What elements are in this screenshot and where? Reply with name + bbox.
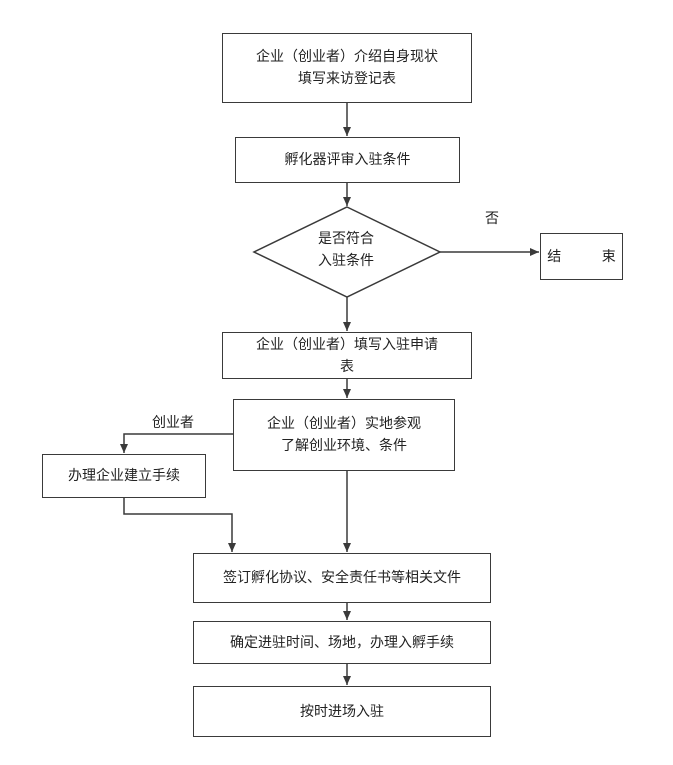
- step-enter-text: 按时进场入驻: [300, 703, 384, 720]
- step-setup-text: 办理企业建立手续: [68, 468, 180, 484]
- step-sign-text: 签订孵化协议、安全责任书等相关文件: [223, 570, 461, 586]
- step-visit-box: 企业（创业者）实地参观 了解创业环境、条件: [233, 399, 455, 471]
- step-visit-text: 企业（创业者）实地参观 了解创业环境、条件: [267, 416, 421, 454]
- no-branch-label: 否: [485, 211, 499, 227]
- step-enter-box: 按时进场入驻: [193, 686, 491, 737]
- step-review-text: 孵化器评审入驻条件: [284, 152, 411, 168]
- step-setup-box: 办理企业建立手续: [42, 454, 206, 498]
- step-apply-text: 企业（创业者）填写入驻申请 表: [256, 336, 438, 375]
- arrow-visit-to-setup: [120, 433, 233, 453]
- decision-text: 是否符合 入驻条件: [318, 231, 374, 269]
- step-introduce-text: 企业（创业者）介绍自身现状 填写来访登记表: [256, 49, 438, 87]
- step-end-box: 结 束: [540, 233, 623, 280]
- step-sign-box: 签订孵化协议、安全责任书等相关文件: [193, 553, 491, 603]
- step-apply-box: 企业（创业者）填写入驻申请 表: [222, 332, 472, 379]
- entrepreneur-branch-label: 创业者: [152, 415, 194, 431]
- step-end-text: 结 束: [547, 248, 634, 265]
- step-confirm-box: 确定进驻时间、场地，办理入孵手续: [193, 621, 491, 664]
- arrow-setup-to-sign: [123, 498, 236, 552]
- decision-diamond: [252, 206, 442, 298]
- step-confirm-text: 确定进驻时间、场地，办理入孵手续: [230, 634, 454, 651]
- step-introduce-box: 企业（创业者）介绍自身现状 填写来访登记表: [222, 33, 472, 103]
- step-review-box: 孵化器评审入驻条件: [235, 137, 460, 183]
